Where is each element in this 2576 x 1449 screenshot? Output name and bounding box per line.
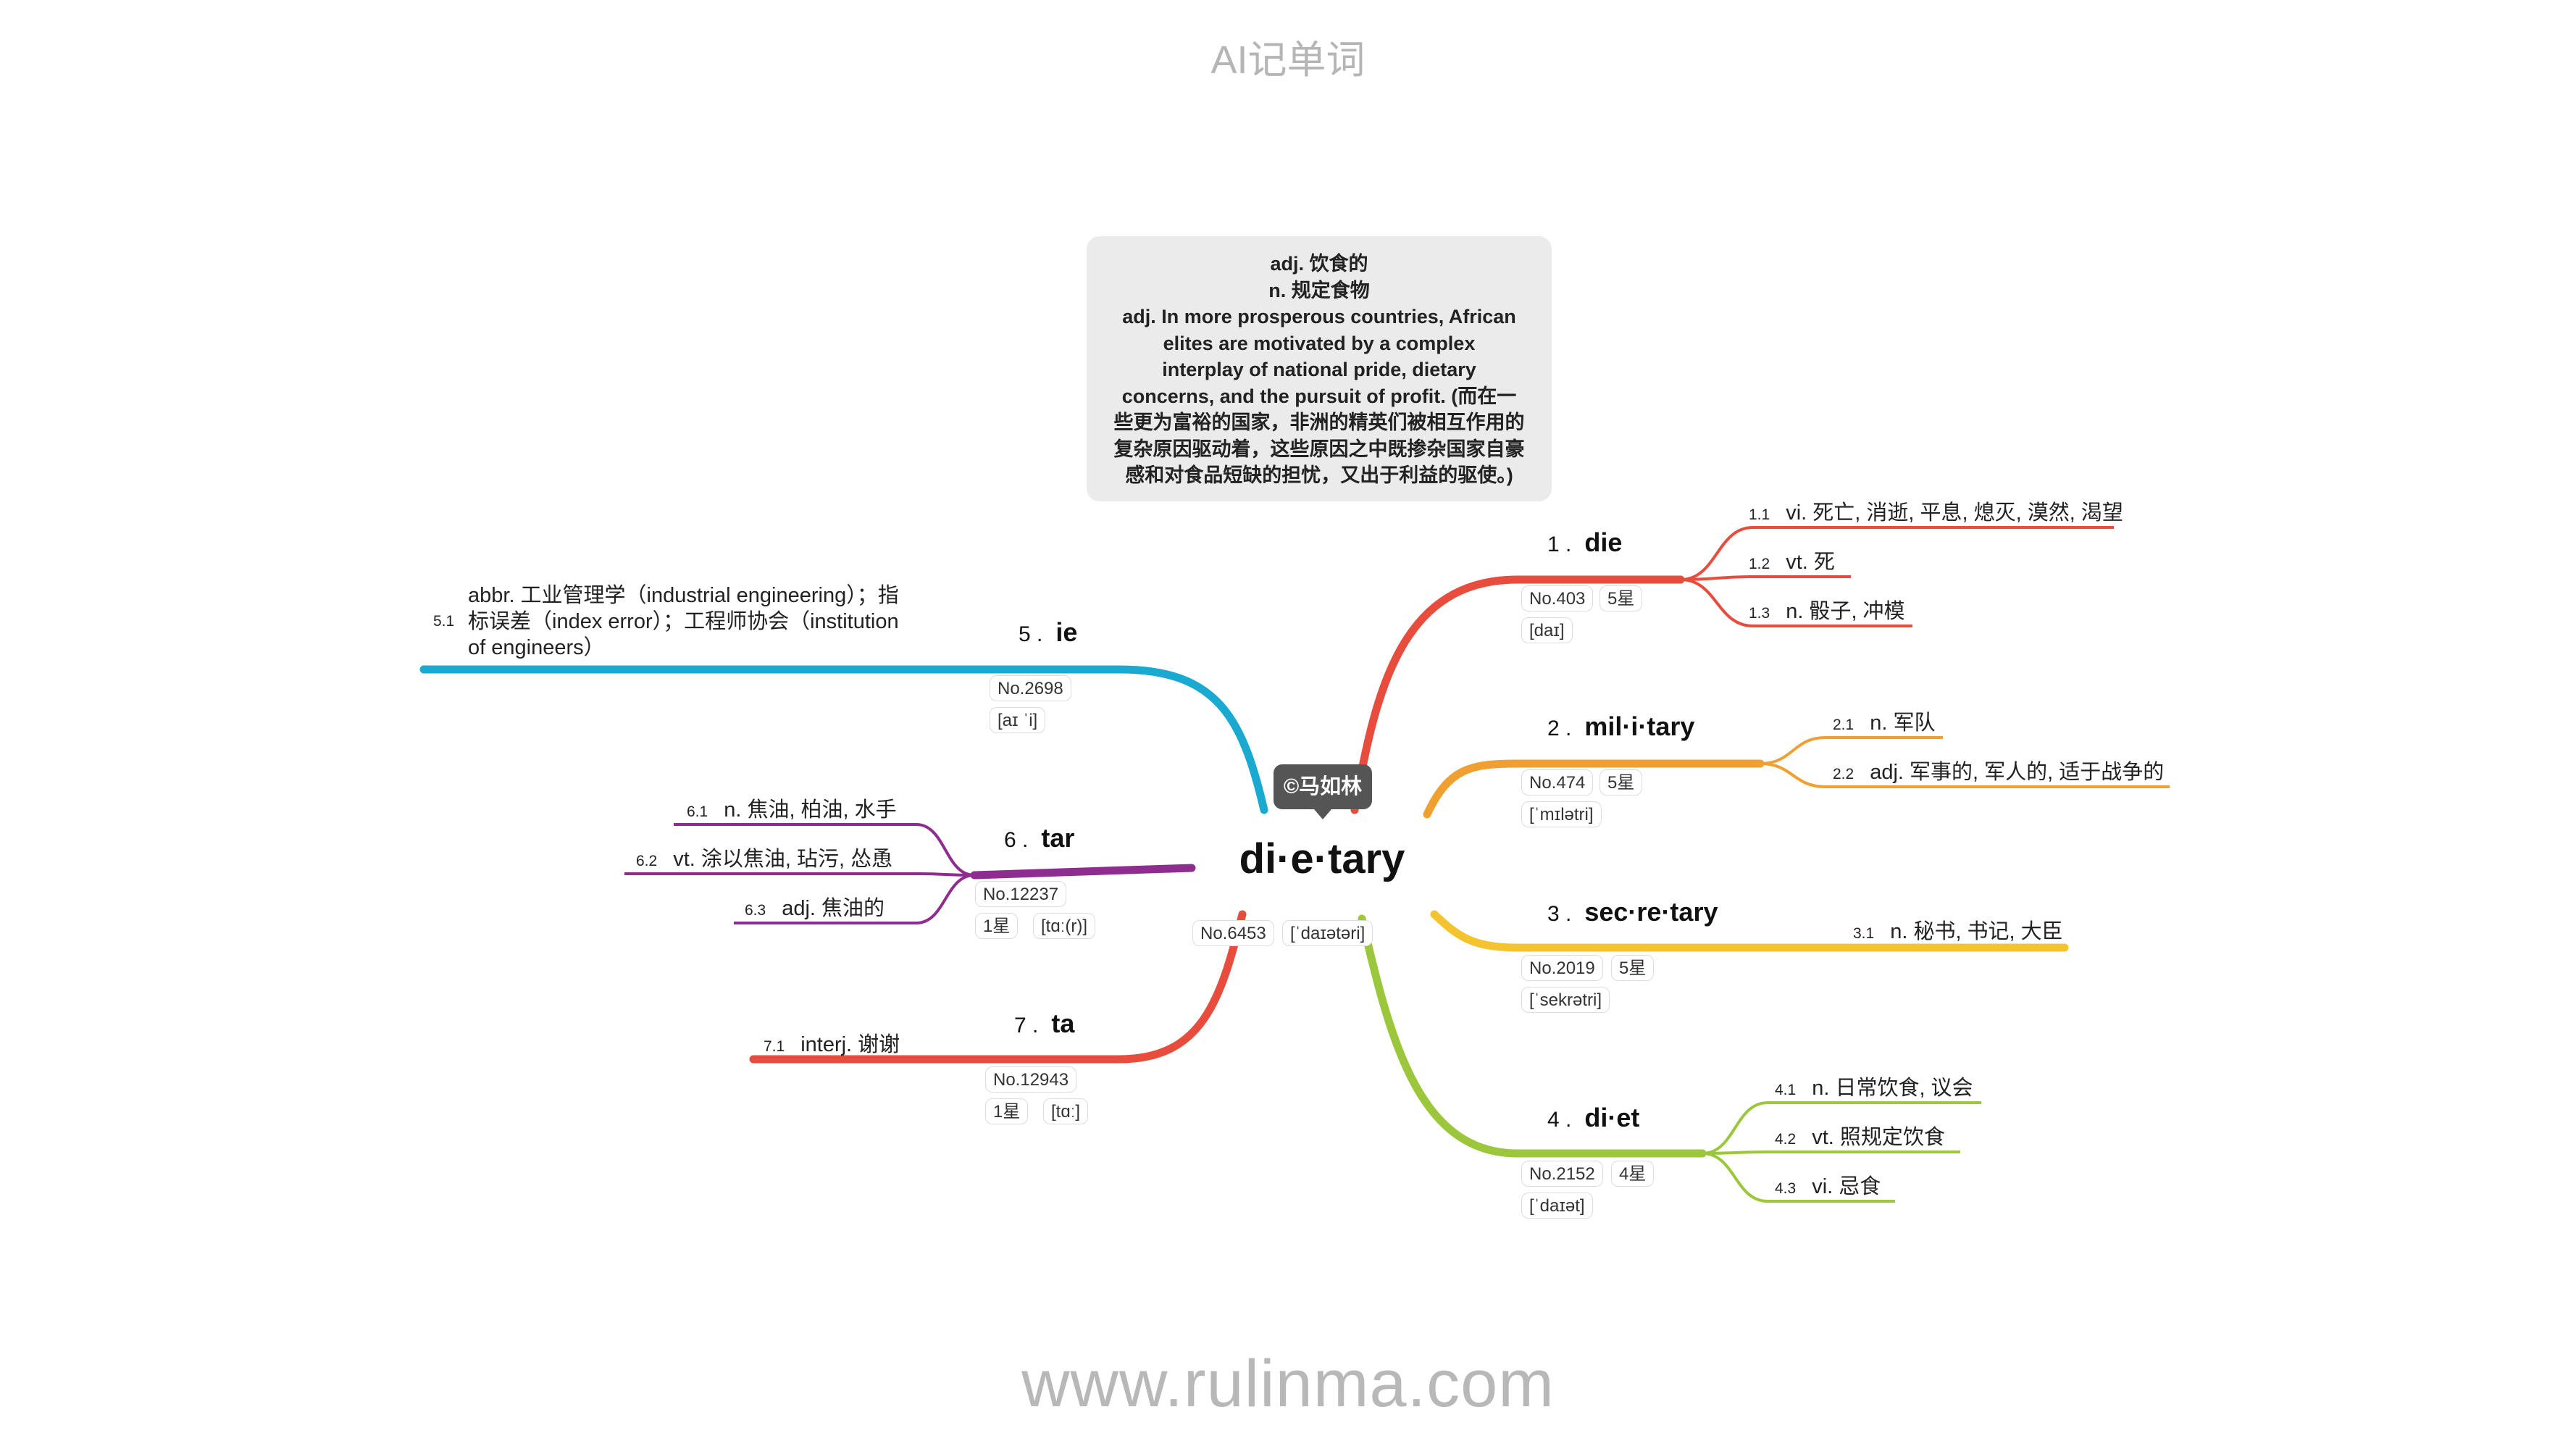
branch-word: ta (1051, 1009, 1075, 1038)
link-central-military (1423, 759, 1765, 819)
link-central-die (1350, 575, 1685, 814)
branch-number: 2 . (1547, 717, 1572, 740)
site-title: AI记单词 (1210, 38, 1366, 82)
rank-tag: No.12943 (985, 1066, 1077, 1093)
phonetic-tag: [tɑː] (1043, 1098, 1089, 1124)
link-die-1-2 (1680, 575, 1851, 581)
central-phonetic-tag: [ˈdaɪətəri] (1282, 920, 1373, 946)
link-tar-6-1 (674, 823, 975, 877)
rank-tag: No.12237 (975, 881, 1067, 907)
branch-number: 6 . (1004, 828, 1029, 852)
link-diet-4-2 (1702, 1151, 1960, 1155)
branch-military[interactable]: 2 . mil·i·tary (1547, 711, 1694, 742)
branch-number: 7 . (1014, 1014, 1039, 1037)
branch-word: di·et (1584, 1103, 1640, 1132)
branch-word: sec·re·tary (1584, 897, 1718, 927)
phonetic-tag: [ˈmɪlətri] (1521, 801, 1602, 827)
note-line: adj. In more prosperous countries, Afric… (1122, 306, 1516, 327)
branch-diet[interactable]: 4 . di·et (1547, 1103, 1639, 1133)
rank-tag: No.2019 (1521, 955, 1603, 981)
credit-badge: ©马如林 (1274, 764, 1372, 819)
branch-word: mil·i·tary (1584, 711, 1695, 741)
link-central-secretary (1430, 910, 2069, 952)
stars-tag: 1星 (975, 913, 1019, 939)
link-central-ie (419, 665, 1268, 814)
word-note: adj. 饮食的 n. 规定食物 adj. In more prosperous… (1087, 236, 1552, 501)
branch-number: 4 . (1547, 1108, 1572, 1132)
stars-tag: 1星 (985, 1098, 1029, 1124)
phonetic-tag: [tɑː(r)] (1033, 913, 1095, 939)
note-line: adj. 饮食的 (1270, 253, 1368, 275)
branch-number: 3 . (1547, 902, 1572, 926)
rank-tag: No.474 (1521, 769, 1594, 796)
note-line: n. 规定食物 (1268, 279, 1370, 301)
phonetic-tag: [aɪ ˈi] (990, 707, 1046, 733)
branch-word: die (1584, 527, 1623, 557)
note-line: 些更为富裕的国家，非洲的精英们被相互作用的 (1113, 412, 1525, 433)
link-tar-6-2 (624, 872, 975, 877)
link-diet-4-3 (1702, 1152, 1895, 1203)
link-central-ta (749, 910, 1247, 1064)
branch-die[interactable]: 1 . die (1547, 527, 1622, 558)
link-central-diet (1358, 914, 1707, 1158)
rank-tag: No.2152 (1521, 1161, 1603, 1187)
link-military-2-1 (1760, 736, 1943, 765)
central-rank-tag: No.6453 (1192, 920, 1274, 946)
link-diet-4-1 (1702, 1101, 1981, 1155)
rank-tag: No.403 (1521, 585, 1594, 611)
branch-secretary[interactable]: 3 . sec·re·tary (1547, 897, 1718, 927)
branch-number: 1 . (1547, 533, 1572, 556)
link-military-2-2 (1760, 762, 2170, 788)
branch-tar[interactable]: 6 . tar (1004, 823, 1074, 853)
branch-ie[interactable]: 5 . ie (1019, 617, 1077, 648)
stars-tag: 5星 (1599, 585, 1643, 611)
footer-url[interactable]: www.rulinma.com (1021, 1347, 1555, 1421)
note-line: interplay of national pride, dietary (1162, 359, 1476, 380)
note-line: 感和对食品短缺的担忧，又出于利益的驱使。) (1125, 464, 1513, 486)
note-line: elites are motivated by a complex (1163, 332, 1476, 354)
note-line: concerns, and the pursuit of profit. (而在… (1121, 385, 1517, 407)
branch-word: tar (1041, 823, 1075, 853)
stars-tag: 4星 (1611, 1161, 1655, 1187)
stars-tag: 5星 (1611, 955, 1655, 981)
branch-number: 5 . (1019, 622, 1043, 646)
phonetic-tag: [ˈsekrətri] (1521, 987, 1610, 1013)
rank-tag: No.2698 (990, 675, 1071, 701)
phonetic-tag: [ˈdaɪət] (1521, 1193, 1593, 1219)
phonetic-tag: [daɪ] (1521, 617, 1573, 643)
note-line: 复杂原因驱动着，这些原因之中既掺杂国家自豪 (1113, 438, 1525, 460)
branch-ta[interactable]: 7 . ta (1014, 1009, 1074, 1039)
branch-word: ie (1055, 617, 1078, 647)
link-die-1-3 (1680, 578, 1912, 627)
link-tar-6-3 (734, 874, 975, 924)
central-word[interactable]: di·e·tary (1239, 835, 1405, 882)
stars-tag: 5星 (1599, 769, 1643, 796)
link-die-1-1 (1680, 526, 2114, 581)
link-central-tar (970, 864, 1196, 880)
